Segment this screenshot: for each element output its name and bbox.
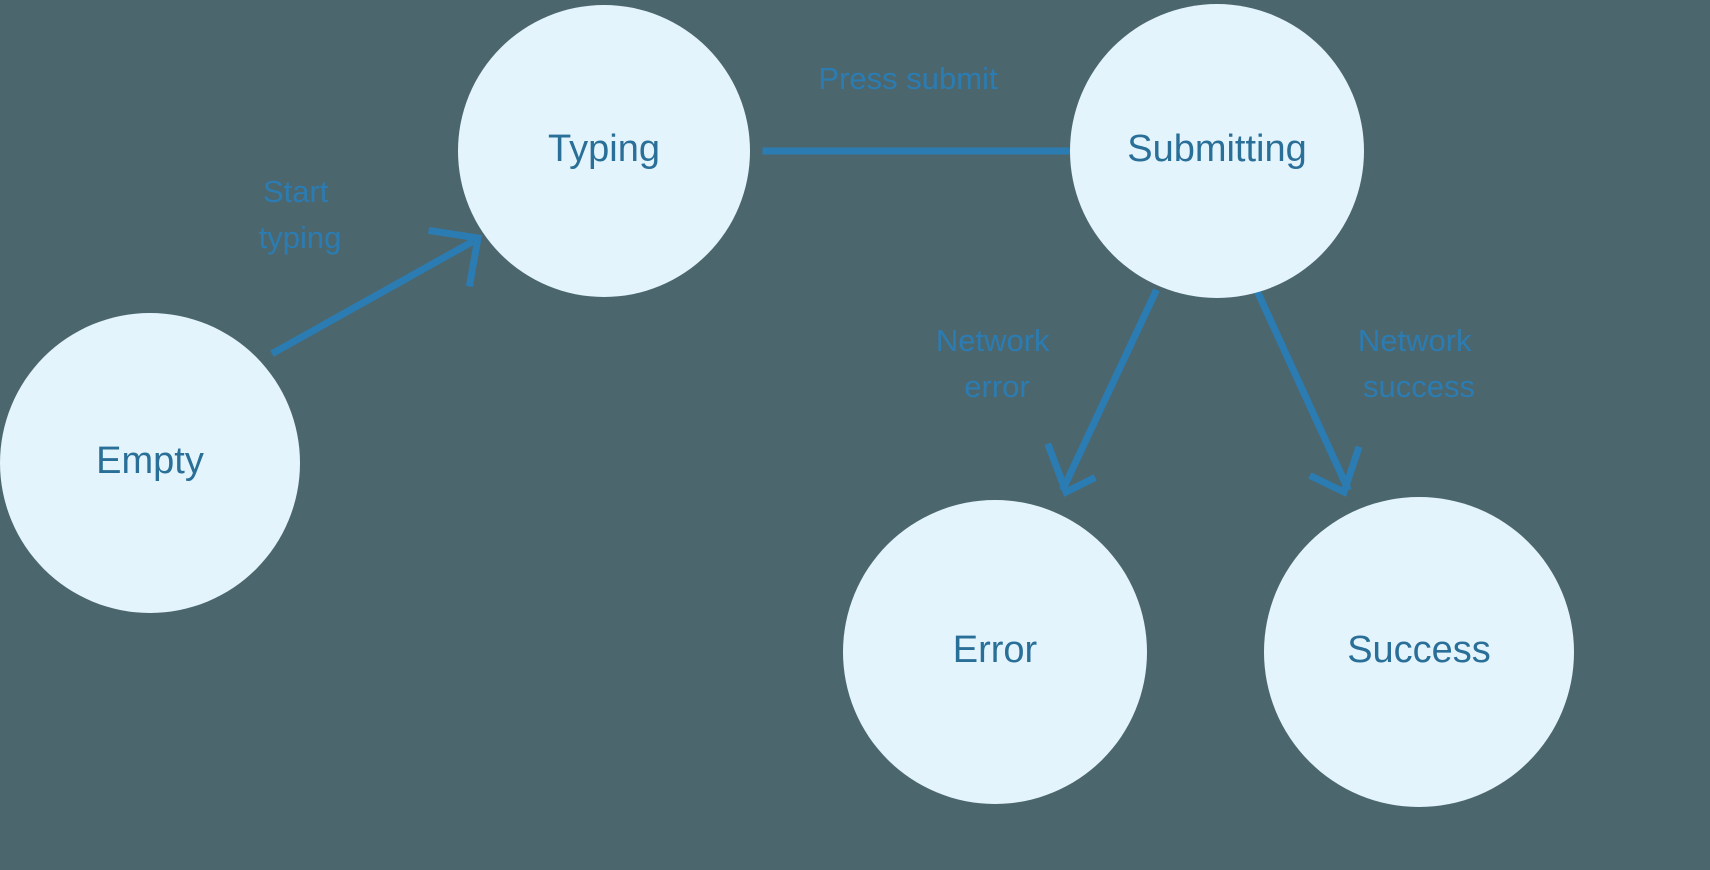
node-error-circle bbox=[843, 500, 1147, 804]
edge-label-start-typing-line-2: typing bbox=[259, 220, 342, 255]
edge-empty-to-typing-arrowhead bbox=[428, 227, 483, 288]
edge-label-network-success: Network success bbox=[1358, 323, 1480, 404]
edge-empty-to-typing-line bbox=[270, 238, 475, 357]
edge-label-network-error-line-2: error bbox=[964, 369, 1029, 404]
edge-label-press-submit-line-1: Press submit bbox=[818, 61, 998, 96]
node-success-circle bbox=[1264, 497, 1574, 807]
edge-label-network-error: Network error bbox=[936, 323, 1058, 404]
edge-label-network-error-line-1: Network bbox=[936, 323, 1050, 358]
node-error[interactable]: Error bbox=[843, 500, 1147, 804]
node-empty-circle bbox=[0, 313, 300, 613]
node-success-label: Success bbox=[1347, 629, 1491, 671]
node-submitting-circle bbox=[1070, 4, 1364, 298]
node-submitting[interactable]: Submitting bbox=[1070, 4, 1364, 298]
node-empty-label: Empty bbox=[96, 440, 204, 482]
node-typing[interactable]: Typing bbox=[458, 5, 750, 297]
edge-submitting-to-success-line bbox=[1253, 288, 1352, 492]
node-typing-circle bbox=[458, 5, 750, 297]
node-empty[interactable]: Empty bbox=[0, 313, 300, 613]
edge-label-start-typing-line-1: Start bbox=[263, 174, 329, 209]
edge-submitting-to-error-line bbox=[1059, 288, 1160, 492]
edge-label-network-success-line-2: success bbox=[1363, 369, 1475, 404]
edge-submitting-to-success[interactable]: Network success bbox=[1253, 288, 1480, 497]
edge-submitting-to-error-arrowhead bbox=[1044, 442, 1097, 497]
edge-empty-to-typing[interactable]: Start typing bbox=[259, 174, 483, 357]
edge-submitting-to-success-arrowhead bbox=[1308, 445, 1363, 497]
node-success[interactable]: Success bbox=[1264, 497, 1574, 807]
edge-submitting-to-error[interactable]: Network error bbox=[936, 288, 1160, 497]
node-typing-label: Typing bbox=[548, 128, 660, 170]
edge-label-start-typing: Start typing bbox=[259, 174, 342, 255]
edge-label-press-submit: Press submit bbox=[818, 61, 998, 96]
node-submitting-label: Submitting bbox=[1127, 128, 1307, 170]
edge-label-network-success-line-1: Network bbox=[1358, 323, 1472, 358]
node-error-label: Error bbox=[953, 629, 1038, 671]
